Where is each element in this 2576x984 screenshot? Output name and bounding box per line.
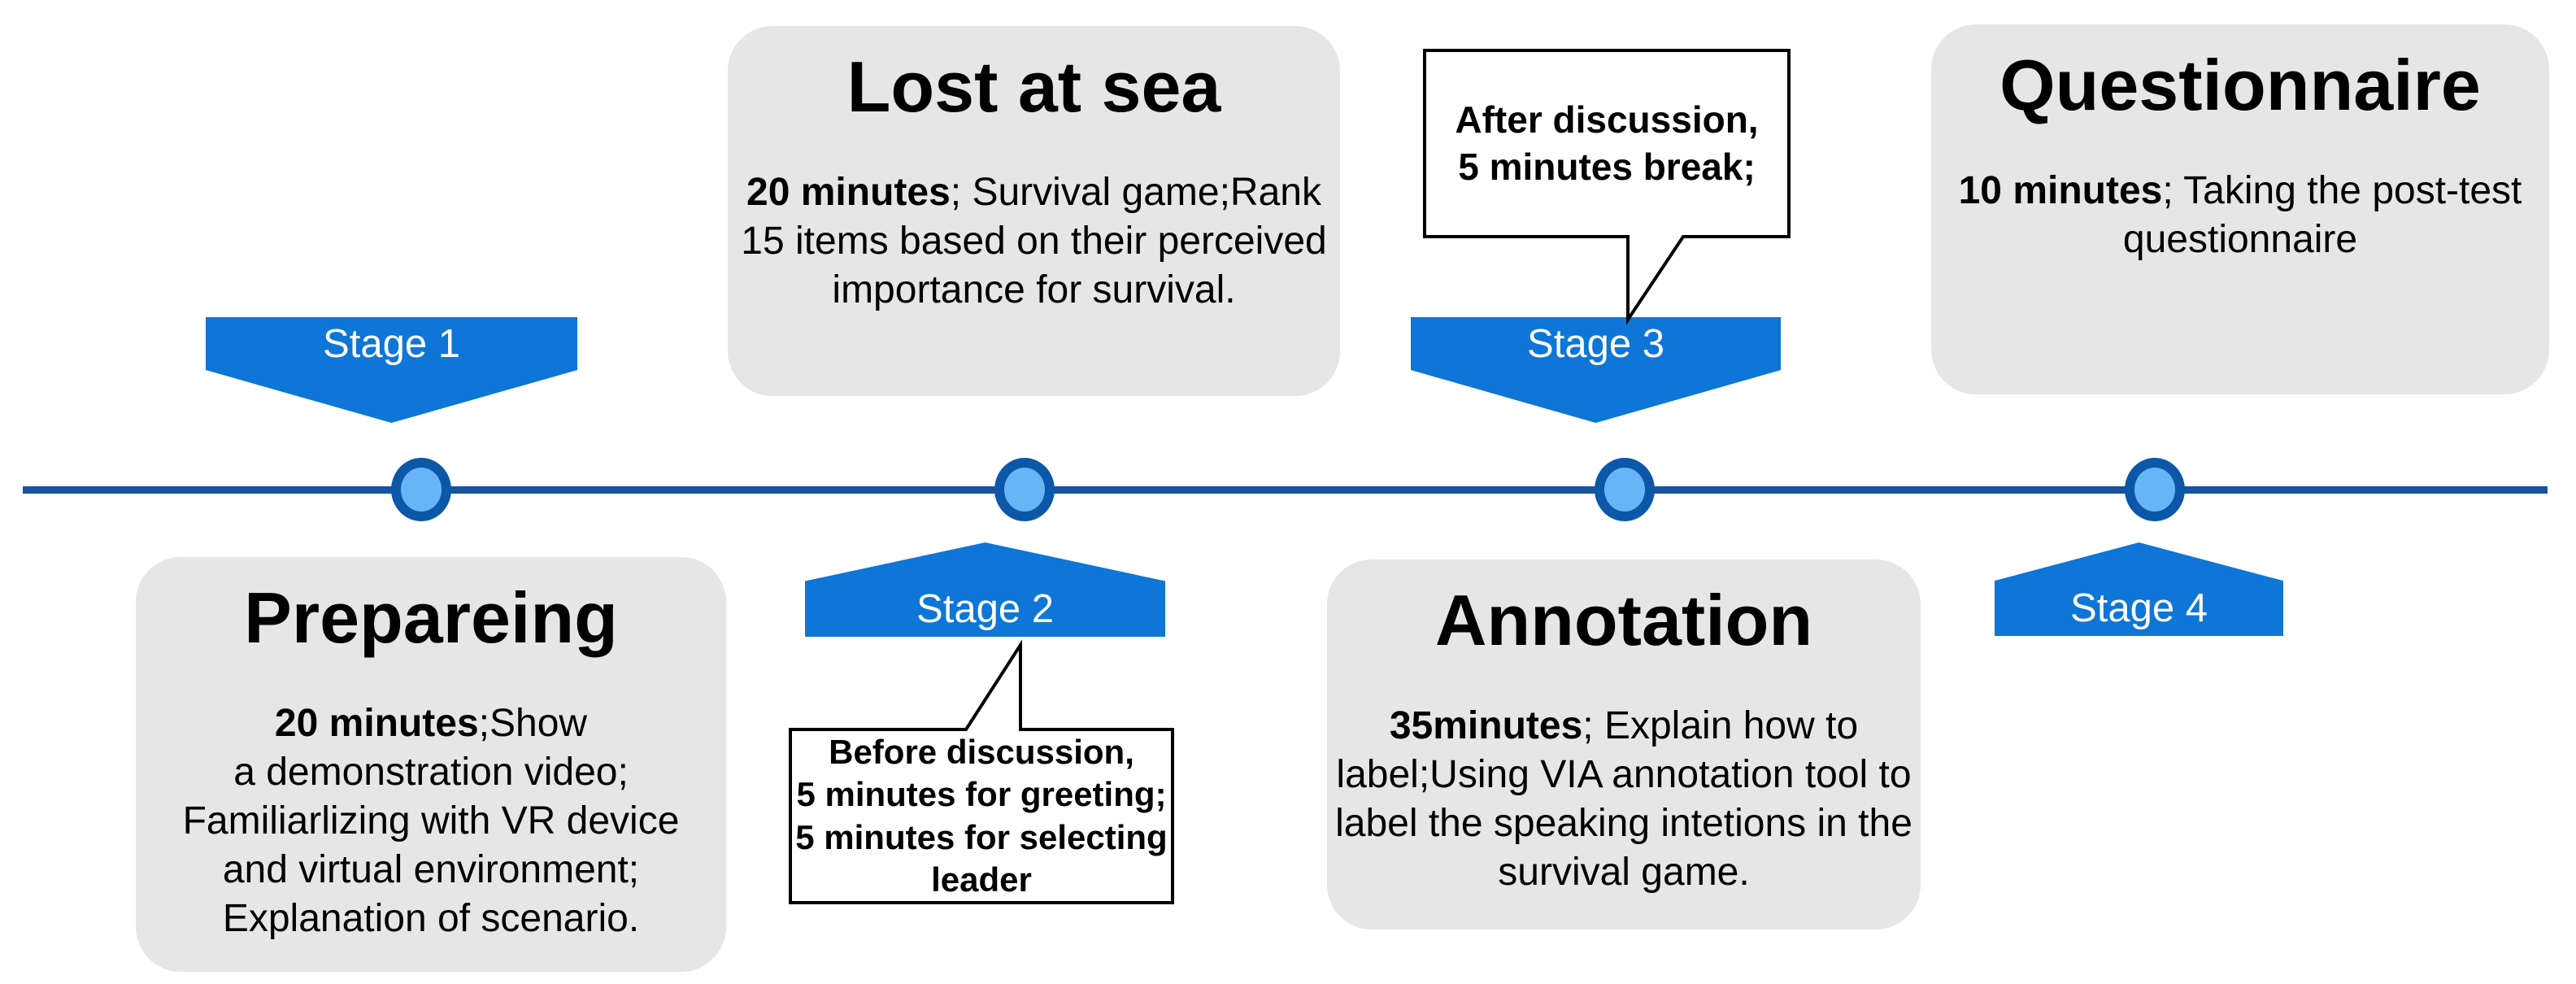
box-title-questionnaire: Questionnaire (1999, 45, 2481, 125)
box-body-prepareing: 20 minutes;Show a demonstration video; F… (142, 699, 720, 943)
stage-1-banner: Stage 1 (206, 317, 577, 423)
box-details-prepareing: ;Show a demonstration video; Familiarliz… (182, 701, 680, 940)
box-duration-annotation: 35minutes (1389, 703, 1583, 747)
box-body-questionnaire: 10 minutes; Taking the post-test questio… (1938, 167, 2543, 264)
box-details-questionnaire: ; Taking the post-test questionnaire (2122, 168, 2522, 261)
info-box-annotation: Annotation 35minutes; Explain how to lab… (1327, 559, 1921, 930)
box-title-annotation: Annotation (1434, 580, 1813, 660)
timeline-node-stage-2 (994, 458, 1055, 521)
timeline-node-stage-1 (391, 458, 451, 521)
box-details-lost-at-sea: ; Survival game;Rank 15 items based on t… (741, 170, 1327, 311)
stage-3-label: Stage 3 (1527, 321, 1664, 366)
box-body-annotation: 35minutes; Explain how to label;Using VI… (1334, 702, 1914, 897)
stage-4-banner: Stage 4 (1995, 542, 2283, 636)
box-body-lost-at-sea: 20 minutes; Survival game;Rank 15 items … (734, 168, 1334, 315)
box-title-lost-at-sea: Lost at sea (846, 46, 1221, 127)
stage-2-banner: Stage 2 (805, 542, 1165, 637)
box-details-annotation: ; Explain how to label;Using VIA annotat… (1335, 703, 1912, 894)
box-title-prepareing: Prepareing (244, 577, 618, 658)
timeline-node-stage-4 (2125, 458, 2185, 521)
info-box-lost-at-sea: Lost at sea 20 minutes; Survival game;Ra… (728, 26, 1340, 396)
stage-3-callout-text: After discussion, 5 minutes break; (1455, 98, 1759, 188)
info-box-prepareing: Prepareing 20 minutes;Show a demonstrati… (136, 557, 726, 972)
timeline-node-stage-3 (1595, 458, 1655, 521)
box-duration-prepareing: 20 minutes (274, 701, 479, 745)
box-duration-lost-at-sea: 20 minutes (746, 170, 951, 214)
timeline-line (23, 486, 2548, 494)
stage-3-banner: Stage 3 (1411, 317, 1781, 423)
stage-2-callout-text: Before discussion, 5 minutes for greetin… (795, 732, 1168, 899)
info-box-questionnaire: Questionnaire 10 minutes; Taking the pos… (1931, 24, 2549, 394)
stage-4-label: Stage 4 (2070, 586, 2208, 631)
stage-2-label: Stage 2 (916, 586, 1054, 631)
box-duration-questionnaire: 10 minutes (1958, 168, 2163, 212)
stage-1-label: Stage 1 (323, 321, 460, 366)
